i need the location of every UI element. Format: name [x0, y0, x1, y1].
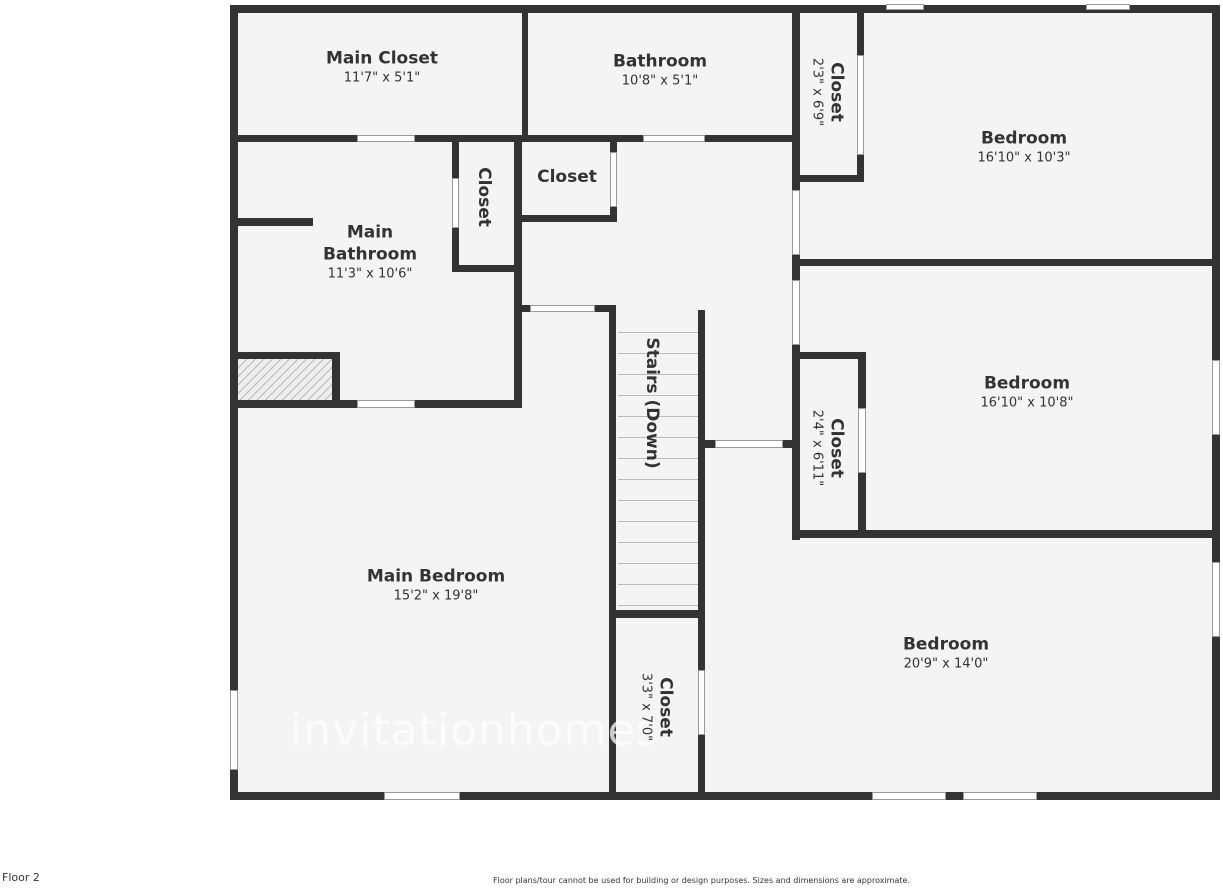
room-dims: 2'3" x 6'9"	[809, 57, 825, 127]
room-dims: 11'7" x 5'1"	[343, 70, 421, 86]
floor-label: Floor 2	[2, 871, 40, 884]
room-closet-hall: Closet	[537, 166, 597, 188]
room-dims: 16'10" x 10'3"	[977, 150, 1071, 166]
room-dims: 20'9" x 14'0"	[903, 656, 989, 672]
room-name: Bathroom	[612, 51, 708, 72]
room-name: Bedroom	[983, 373, 1071, 394]
stairs	[618, 312, 698, 610]
room-name: Bedroom	[902, 634, 990, 655]
room-dims: 15'2" x 19'8"	[393, 588, 479, 604]
room-name: Closet	[826, 62, 847, 122]
room-name: Main Bedroom	[366, 566, 506, 587]
watermark: invitationhomes	[290, 705, 660, 756]
room-dims: 10'8" x 5'1"	[621, 73, 699, 89]
room-name: Closet	[474, 167, 494, 227]
room-closet-bath: Closet	[473, 167, 495, 227]
room-dims: 3'3" x 7'0"	[638, 672, 654, 742]
room-name: Stairs (Down)	[642, 337, 662, 469]
room-name: Closet	[537, 167, 597, 187]
room-name: Bedroom	[980, 128, 1068, 149]
room-name: Main Closet	[326, 48, 438, 69]
hatched-area	[238, 359, 332, 400]
room-name: Main Bathroom	[322, 222, 418, 265]
room-dims: 11'3" x 10'6"	[327, 266, 413, 282]
room-name: Closet	[826, 418, 847, 478]
room-name: Closet	[655, 677, 676, 737]
room-dims: 2'4" x 6'11"	[809, 409, 825, 487]
disclaimer: Floor plans/tour cannot be used for buil…	[493, 876, 910, 885]
room-dims: 16'10" x 10'8"	[980, 395, 1074, 411]
room-stairs: Stairs (Down)	[641, 337, 663, 468]
